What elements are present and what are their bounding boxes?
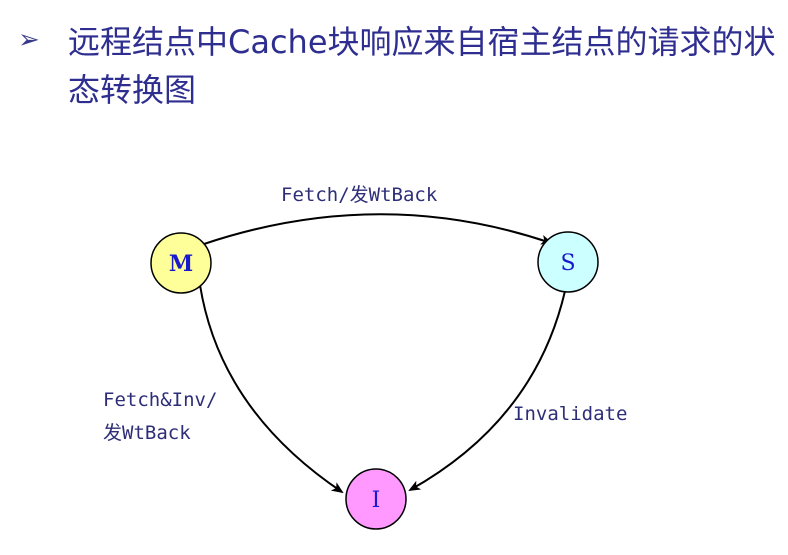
state-node-i: I — [345, 468, 407, 530]
state-node-i-label: I — [372, 488, 381, 513]
edge-m-to-i — [199, 284, 344, 494]
edge-label-m-to-s: Fetch/发WtBack — [281, 184, 438, 206]
edge-label-s-to-i: Invalidate — [513, 403, 627, 425]
edge-label-m-to-i-line1: Fetch&Inv/ — [103, 389, 217, 411]
state-node-m: M — [150, 232, 212, 294]
edge-m-to-s — [203, 213, 553, 245]
edge-s-to-i — [408, 290, 566, 491]
state-node-s: S — [537, 231, 599, 293]
bullet-icon: ➢ — [18, 25, 40, 55]
state-node-m-label: M — [169, 251, 193, 277]
state-node-m-circle — [150, 232, 212, 294]
edge-label-m-to-i-line2: 发WtBack — [103, 422, 191, 444]
state-node-s-circle — [537, 231, 599, 293]
state-node-i-circle — [345, 468, 407, 530]
state-node-s-label: S — [560, 251, 575, 276]
slide-title: 远程结点中Cache块响应来自宿主结点的请求的状态转换图 — [68, 23, 776, 109]
